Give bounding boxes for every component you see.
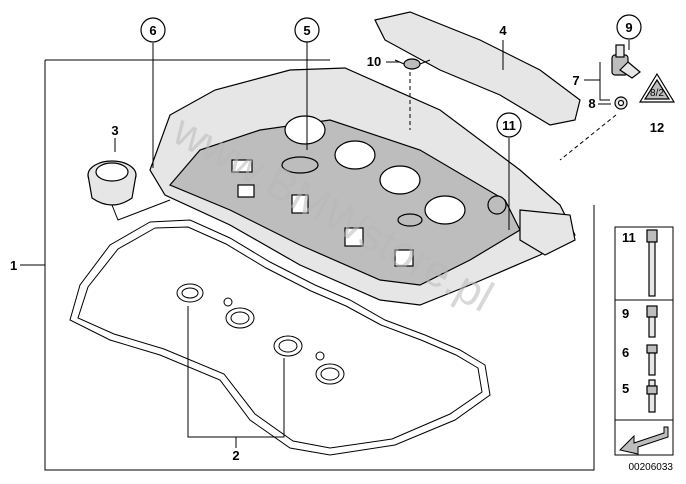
bolt-11-icon (646, 229, 658, 297)
callout-12: 12 (650, 120, 664, 135)
callout-8: 8 (588, 96, 595, 111)
callout-7: 7 (572, 73, 579, 88)
callout-11: 11 (496, 112, 522, 138)
callout-3-link (111, 199, 171, 221)
callout-1: 1 (10, 258, 17, 273)
bolt-6-icon (646, 344, 658, 376)
callout-10: 10 (367, 54, 381, 69)
bolt-legend: 11 9 6 5 (614, 226, 674, 456)
mounting-lugs (231, 159, 414, 267)
legend-label-5: 5 (622, 381, 629, 396)
cover-end-flange (519, 209, 576, 256)
legend-box (614, 226, 674, 456)
callout-6: 6 (140, 17, 166, 43)
cover-gasket-inner (77, 226, 483, 449)
intake-ports (281, 115, 507, 227)
cover-trim-strip (374, 11, 581, 126)
callout-9: 9 (616, 14, 642, 40)
callout-2: 2 (232, 448, 239, 463)
callout-3: 3 (111, 123, 118, 138)
callout-4: 4 (499, 23, 507, 38)
legend-label-9: 9 (622, 306, 629, 321)
callout-2-bracket (187, 306, 285, 438)
drawing-number: 00206033 (629, 462, 674, 473)
callout-5: 5 (294, 17, 320, 43)
direction-arrow-icon (619, 426, 669, 455)
svg-text:5: 5 (303, 23, 310, 38)
cover-gasket (69, 219, 491, 456)
sensor-dash (559, 114, 617, 161)
sealing-washer-hole (617, 99, 625, 107)
legend-label-11: 11 (622, 230, 636, 245)
valve-cover (149, 67, 576, 306)
svg-text:9: 9 (625, 20, 632, 35)
svg-text:11: 11 (502, 118, 516, 133)
callout-7-bracket (599, 62, 610, 101)
bolt-5-icon (646, 379, 658, 413)
camshaft-sensor (611, 44, 641, 79)
warning-label: 8/2 (638, 72, 676, 103)
spark-plug-seals (176, 283, 345, 385)
bolt-9-icon (646, 305, 658, 338)
svg-text:6: 6 (149, 23, 156, 38)
oil-filler-cap (87, 160, 137, 206)
legend-label-6: 6 (622, 345, 629, 360)
warning-label-text: 8/2 (650, 88, 664, 99)
